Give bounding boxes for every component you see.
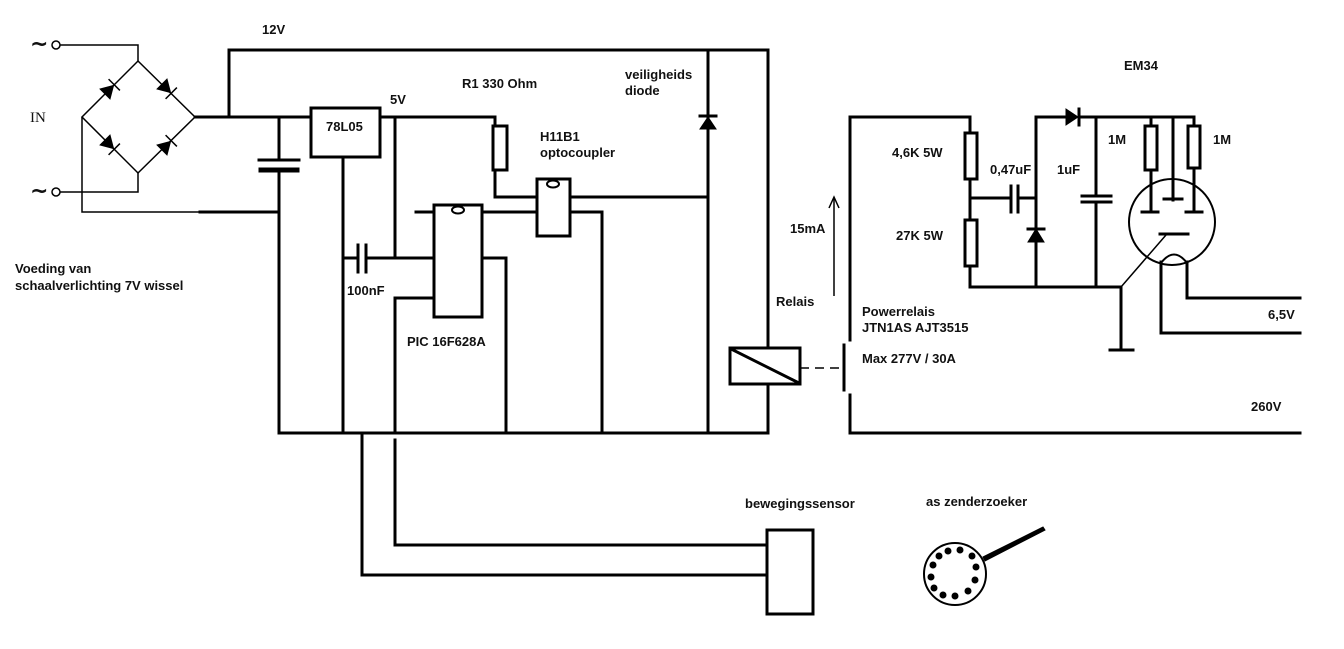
supply-note-line1: Voeding van bbox=[15, 261, 91, 276]
label-opto-line2: optocoupler bbox=[540, 145, 615, 160]
wire-ac-bottom bbox=[60, 173, 139, 193]
safety-diode bbox=[698, 114, 718, 130]
regulator-78l05: 78L05 bbox=[309, 106, 382, 159]
label-opto-line1: H11B1 bbox=[540, 129, 580, 144]
label-1uf: 1uF bbox=[1057, 162, 1080, 177]
label-safety-diode-line1: veiligheids bbox=[625, 67, 692, 82]
label-em34: EM34 bbox=[1124, 58, 1159, 73]
wire-5v bbox=[378, 115, 497, 128]
input-terminal-top bbox=[51, 40, 61, 50]
optocoupler-h11b1 bbox=[535, 177, 572, 238]
label-27k: 27K 5W bbox=[896, 228, 944, 243]
label-047uf: 0,47uF bbox=[990, 162, 1031, 177]
label-5v: 5V bbox=[390, 92, 406, 107]
label-relay: Relais bbox=[776, 294, 814, 309]
label-power-relay-rating: Max 277V / 30A bbox=[862, 351, 957, 366]
resistor-27k bbox=[963, 218, 979, 268]
wire-r1-opto bbox=[493, 168, 539, 199]
resistor-4k6 bbox=[963, 131, 979, 181]
em34-circuit bbox=[963, 107, 1202, 352]
label-15ma: 15mA bbox=[790, 221, 826, 236]
label-1m-left: 1M bbox=[1108, 132, 1126, 147]
diode-bridge-3 bbox=[99, 134, 121, 156]
label-motion-sensor: bewegingssensor bbox=[745, 496, 855, 511]
label-tuning-knob: as zenderzoeker bbox=[926, 494, 1027, 509]
pic-16f628a bbox=[432, 203, 484, 319]
label-4k6: 4,6K 5W bbox=[892, 145, 943, 160]
diode-bridge-4 bbox=[156, 134, 178, 156]
wire-opto-gnd bbox=[568, 210, 604, 435]
diode-bridge-2 bbox=[156, 78, 178, 100]
resistor-r1 bbox=[491, 124, 509, 172]
wire-pic-input bbox=[393, 296, 436, 432]
resistor-1m-right bbox=[1186, 124, 1202, 170]
label-safety-diode-line2: diode bbox=[625, 83, 660, 98]
wire-diode-branch bbox=[706, 48, 732, 435]
label-6-5v: 6,5V bbox=[1268, 307, 1295, 322]
ac-symbol-bottom: ~ bbox=[30, 179, 48, 204]
label-power-relay-line2: JTN1AS AJT3515 bbox=[862, 320, 968, 335]
wire-ground-rail bbox=[277, 169, 770, 435]
power-relay-contact bbox=[842, 115, 1302, 435]
label-260v: 260V bbox=[1251, 399, 1282, 414]
resistor-1m-left bbox=[1143, 124, 1159, 172]
diode-rectifier-horizontal bbox=[1065, 107, 1081, 127]
em34-tube bbox=[1120, 166, 1302, 335]
relay-coil bbox=[728, 346, 802, 386]
capacitor-input bbox=[257, 158, 301, 173]
wire-12v-rail bbox=[227, 48, 770, 350]
label-1m-right: 1M bbox=[1213, 132, 1231, 147]
diode-bridge-1 bbox=[99, 78, 121, 100]
label-r1: R1 330 Ohm bbox=[462, 76, 537, 91]
label-power-relay-line1: Powerrelais bbox=[862, 304, 935, 319]
input-label: IN bbox=[30, 110, 46, 126]
ac-input: ~ ~ IN bbox=[30, 32, 139, 204]
regulator-label: 78L05 bbox=[326, 119, 363, 134]
label-100nf: 100nF bbox=[347, 283, 385, 298]
input-terminal-bottom bbox=[51, 187, 61, 197]
wire-pic-right bbox=[480, 256, 508, 435]
ac-symbol-top: ~ bbox=[30, 32, 48, 57]
label-12v: 12V bbox=[262, 22, 285, 37]
motion-sensor bbox=[360, 431, 815, 616]
wires-main bbox=[193, 48, 770, 435]
diode-rectifier-vertical bbox=[1026, 227, 1046, 243]
capacitor-100nf bbox=[356, 243, 368, 274]
supply-note-line2: schaalverlichting 7V wissel bbox=[15, 278, 183, 293]
wire-bridge-minus bbox=[81, 117, 200, 213]
bridge-outline bbox=[80, 59, 197, 175]
tuning-knob-icon bbox=[923, 526, 1046, 606]
bridge-rectifier bbox=[80, 59, 200, 213]
label-pic: PIC 16F628A bbox=[407, 334, 486, 349]
wire-ac-top bbox=[60, 44, 139, 61]
current-arrow bbox=[828, 195, 840, 296]
